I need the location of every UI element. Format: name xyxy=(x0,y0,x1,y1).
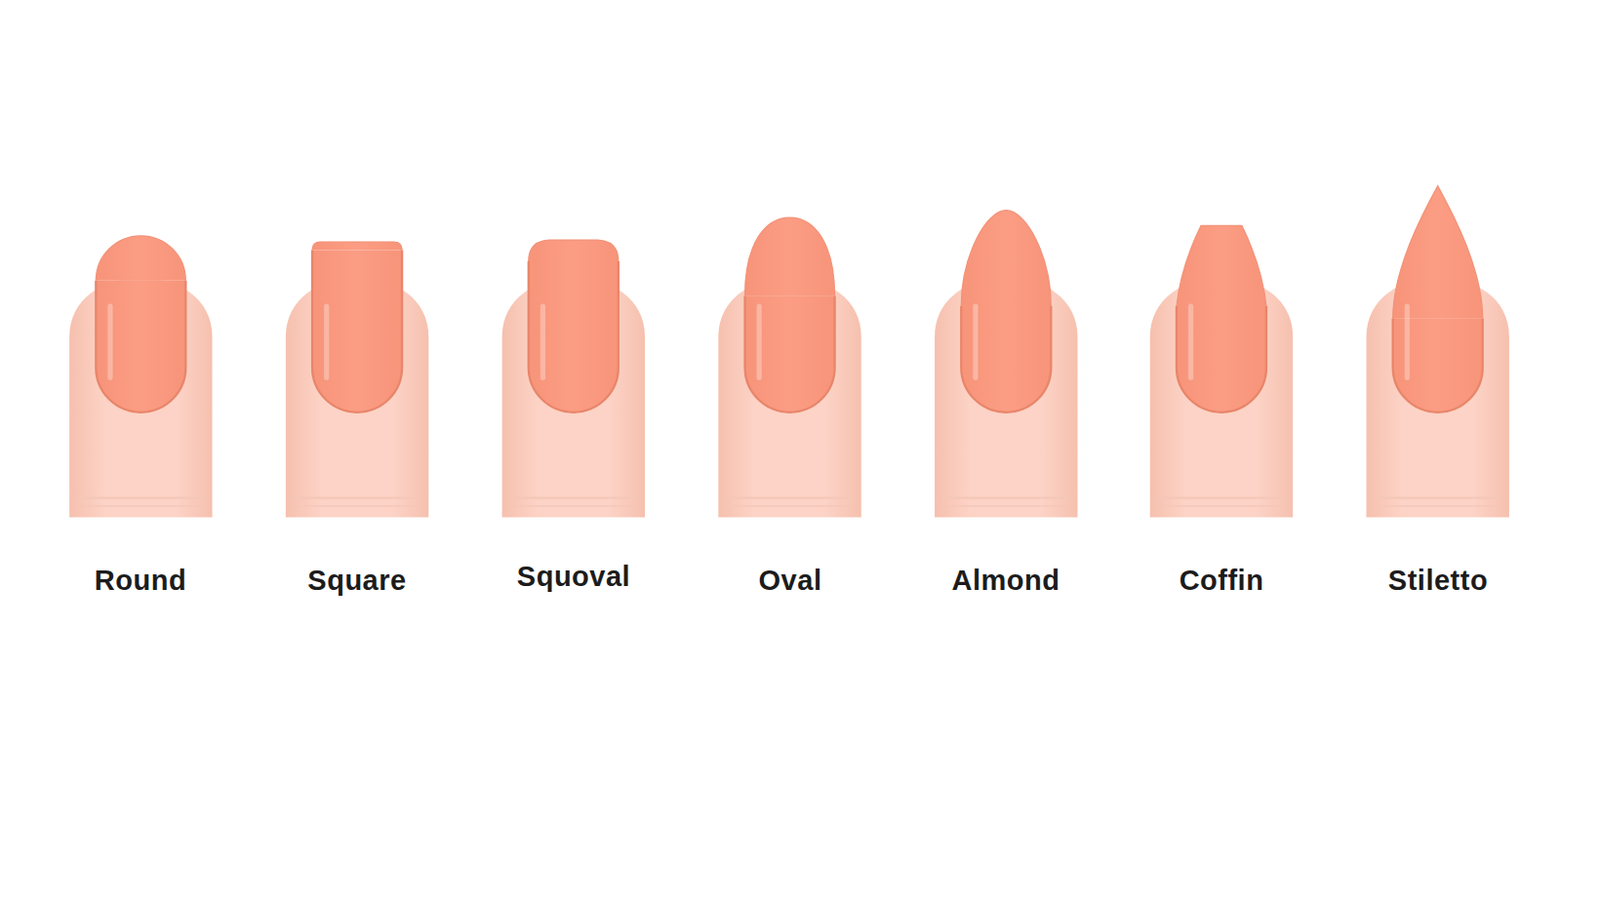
knuckle-crease xyxy=(726,497,854,500)
nail-highlight xyxy=(107,306,113,378)
nail-tip-outline xyxy=(95,236,186,281)
nail-tip-outline xyxy=(960,210,1051,307)
cuticle-outline xyxy=(528,261,619,413)
nail-highlight xyxy=(757,306,762,378)
cuticle-outline xyxy=(1176,306,1267,413)
nail-highlight xyxy=(1188,306,1194,378)
nail-tip xyxy=(528,240,619,262)
knuckle-crease xyxy=(77,497,204,500)
nail-base xyxy=(1176,306,1267,413)
nail-tip-outline xyxy=(745,217,836,297)
knuckle-crease xyxy=(510,497,638,500)
nail-tip xyxy=(95,236,186,281)
knuckle-crease xyxy=(1374,497,1502,500)
cuticle-outline xyxy=(960,306,1051,413)
knuckle-crease xyxy=(293,497,421,500)
nail-tip xyxy=(1393,186,1483,320)
nail-base xyxy=(95,280,186,413)
nail-tip xyxy=(745,217,836,297)
nail-tip xyxy=(1176,225,1267,307)
knuckle-crease xyxy=(297,505,416,508)
finger xyxy=(718,278,861,519)
nail-highlight xyxy=(323,306,329,378)
nail-base xyxy=(528,261,619,413)
knuckle-crease xyxy=(81,505,200,508)
nail-tip-outline xyxy=(312,241,402,250)
cuticle-outline xyxy=(312,249,402,412)
shape-label: Almond xyxy=(898,563,1114,598)
knuckle-crease xyxy=(1158,497,1285,500)
knuckle-crease xyxy=(514,505,633,508)
finger xyxy=(69,278,212,519)
shape-label: Square xyxy=(249,563,465,598)
shape-label: Oval xyxy=(682,563,898,598)
finger xyxy=(1150,278,1293,519)
nail-tip-outline xyxy=(1176,225,1267,307)
nail-highlight xyxy=(1404,306,1410,378)
knuckle-crease xyxy=(1161,505,1280,508)
nail-tip-outline xyxy=(528,240,619,262)
nail-highlight xyxy=(540,306,546,378)
nail-tip xyxy=(960,210,1051,307)
cuticle-outline xyxy=(95,280,186,413)
nail-tip-outline xyxy=(1393,186,1483,320)
knuckle-crease xyxy=(1378,505,1497,508)
nail-base xyxy=(960,306,1051,413)
nail-highlight xyxy=(972,306,978,378)
shape-label: Round xyxy=(33,563,248,598)
shape-label: Squoval xyxy=(466,560,681,594)
finger xyxy=(934,278,1078,519)
shape-label: Coffin xyxy=(1114,563,1329,598)
knuckle-crease xyxy=(730,505,849,508)
shape-label: Stiletto xyxy=(1330,563,1546,598)
nail-base xyxy=(312,249,402,412)
nail-base xyxy=(745,296,836,413)
knuckle-crease xyxy=(942,497,1070,500)
nail-tip xyxy=(312,241,402,250)
cuticle-outline xyxy=(745,296,836,413)
knuckle-crease xyxy=(947,505,1066,508)
